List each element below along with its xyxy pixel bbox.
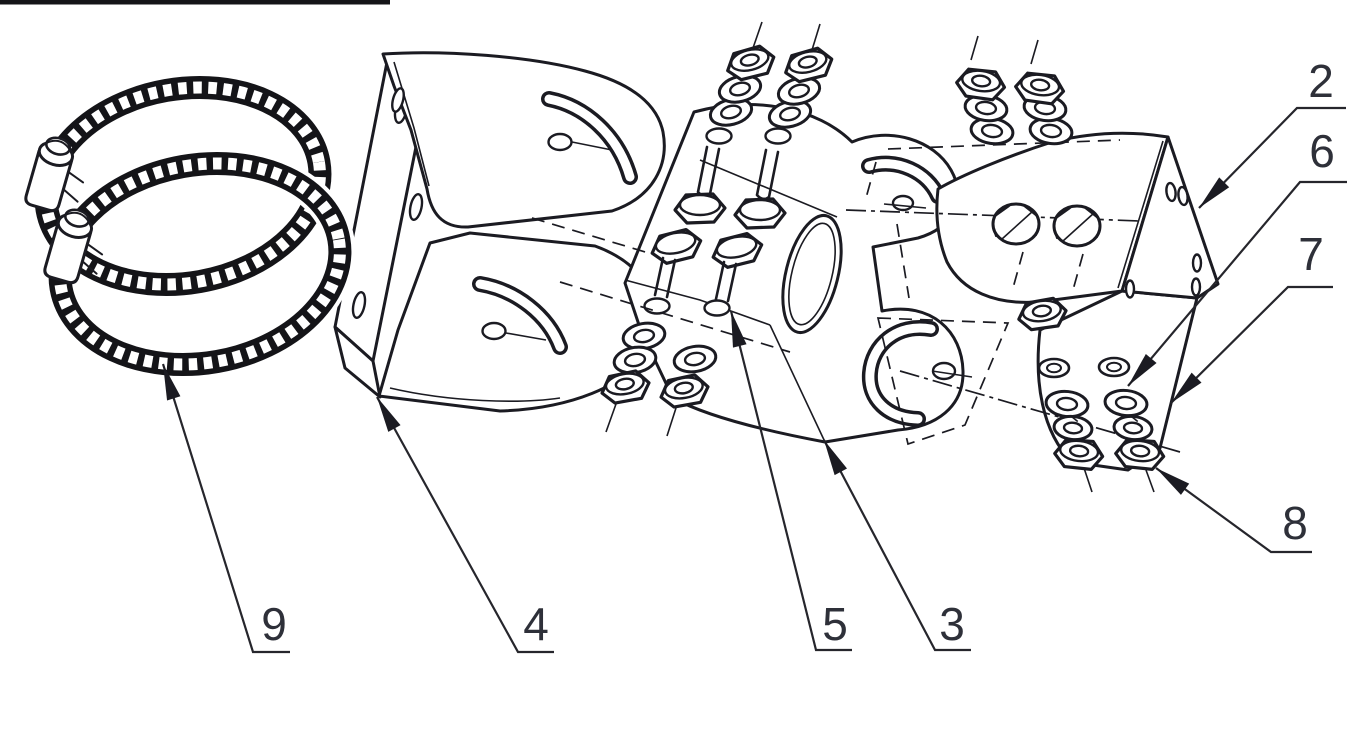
arrowhead — [1199, 177, 1230, 208]
callout-6: 6 — [1127, 125, 1347, 387]
callout-3: 3 — [823, 439, 971, 652]
arrowhead — [1128, 353, 1157, 386]
callout-2: 2 — [1198, 55, 1346, 209]
bolt-head — [1052, 204, 1102, 248]
nut-washer-stack — [673, 21, 779, 225]
bolt-head — [991, 202, 1041, 246]
callout-7: 7 — [1170, 228, 1333, 404]
part-number-label: 5 — [822, 598, 848, 650]
callout-5: 5 — [729, 310, 852, 652]
arrowhead — [731, 311, 747, 348]
part-number-label: 2 — [1308, 55, 1334, 107]
nut-washer-stack — [1012, 39, 1076, 148]
washer-spring-nut-stack — [1097, 356, 1167, 493]
part-number-label: 6 — [1309, 125, 1335, 177]
hex-bolt — [656, 229, 767, 437]
fasteners — [597, 21, 1167, 493]
leader-line — [823, 439, 971, 652]
arrowhead — [824, 440, 848, 476]
callout-9: 9 — [161, 363, 290, 654]
callout-layer: 2 6 7 8 9 4 5 3 — [161, 55, 1347, 654]
leader-line — [376, 396, 554, 654]
part-number-label: 8 — [1282, 497, 1308, 549]
hex-bolt — [597, 225, 706, 433]
hose-clamp-pair — [22, 76, 356, 381]
leader-line — [729, 310, 852, 652]
arrowhead — [163, 364, 181, 401]
arrowhead — [1171, 372, 1202, 403]
leader-line — [161, 363, 290, 654]
part-number-label: 4 — [523, 598, 549, 650]
washer-spring-nut-stack — [1037, 357, 1106, 493]
leader-line — [1198, 106, 1346, 209]
part-number-label: 9 — [261, 598, 287, 650]
leader-line — [1155, 467, 1312, 554]
part-number-label: 7 — [1298, 228, 1324, 280]
callout-8: 8 — [1155, 467, 1312, 554]
leader-line — [1170, 285, 1333, 404]
arrowhead — [1156, 468, 1190, 495]
nut-washer-stack — [733, 23, 837, 230]
callout-4: 4 — [376, 396, 554, 654]
part-number-label: 3 — [939, 598, 965, 650]
leader-line — [1127, 180, 1347, 387]
arrowhead — [377, 397, 401, 432]
top-border-line — [0, 0, 390, 5]
bracket4-top-ear — [381, 51, 666, 229]
nut-washer-stack — [953, 35, 1017, 148]
left-u-bracket — [333, 51, 666, 413]
